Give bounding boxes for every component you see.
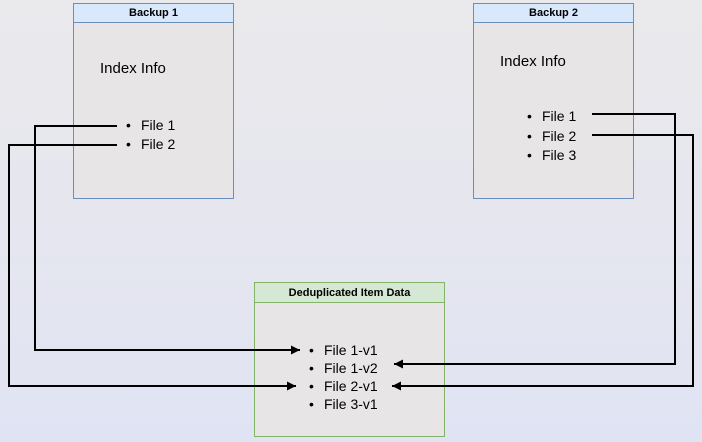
dedup-box: Deduplicated Item Data File 1-v1 File 1-…	[254, 282, 445, 437]
backup2-file-item: File 1	[527, 107, 576, 127]
backup2-file-item: File 3	[527, 146, 576, 166]
backup2-file-list: File 1 File 2 File 3	[527, 107, 576, 166]
backup2-index-info-label: Index Info	[500, 53, 566, 70]
dedup-file-item: File 3-v1	[309, 395, 378, 413]
dedup-file-item: File 2-v1	[309, 377, 378, 395]
dedup-file-item: File 1-v2	[309, 359, 378, 377]
backup1-index-info-label: Index Info	[100, 60, 166, 77]
dedup-title: Deduplicated Item Data	[288, 287, 411, 299]
dedup-file-list: File 1-v1 File 1-v2 File 2-v1 File 3-v1	[309, 341, 378, 413]
dedup-file-item: File 1-v1	[309, 341, 378, 359]
backup2-box: Backup 2 Index Info File 1 File 2 File 3	[473, 3, 634, 199]
backup1-header: Backup 1	[74, 4, 233, 23]
backup1-file-item: File 1	[126, 116, 175, 135]
dedup-header: Deduplicated Item Data	[255, 283, 444, 303]
backup1-title: Backup 1	[129, 7, 178, 19]
backup1-box: Backup 1 Index Info File 1 File 2	[73, 3, 234, 199]
backup1-file-list: File 1 File 2	[126, 116, 175, 154]
backup2-title: Backup 2	[529, 7, 578, 19]
backup1-file-item: File 2	[126, 135, 175, 154]
backup2-file-item: File 2	[527, 127, 576, 147]
backup2-header: Backup 2	[474, 4, 633, 23]
